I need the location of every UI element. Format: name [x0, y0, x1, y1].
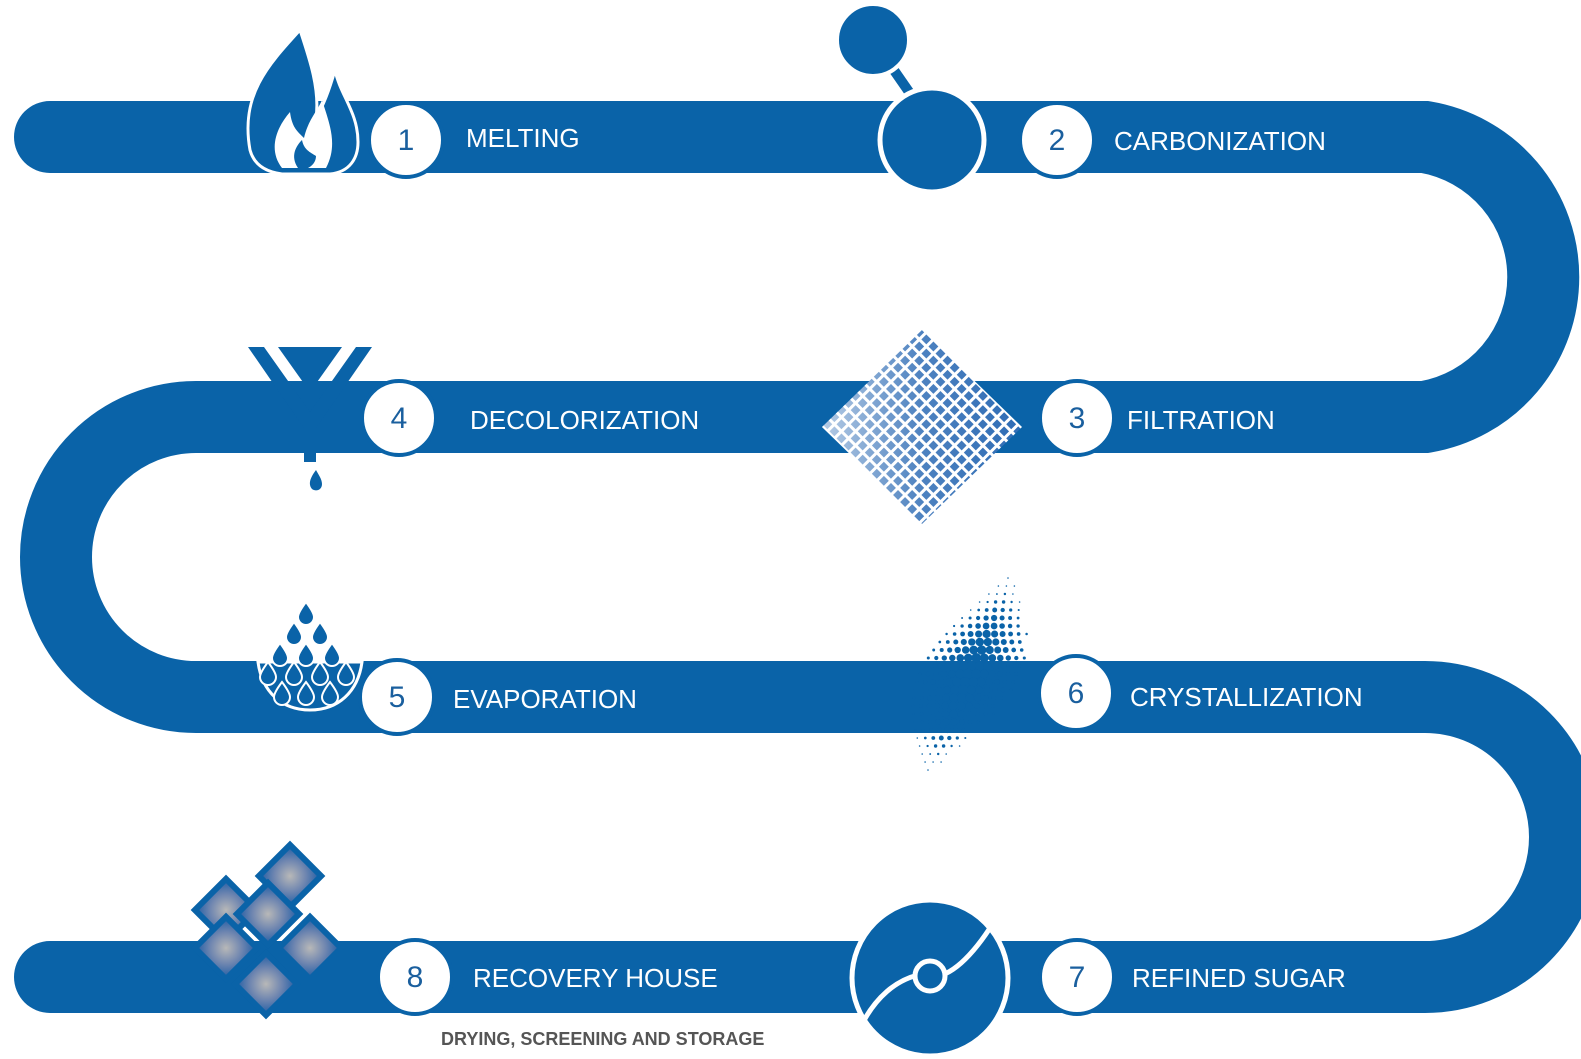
step-badge	[360, 379, 438, 457]
step-label: FILTRATION	[1127, 405, 1275, 435]
process-steps: 1 MELTING 2 CARBONIZATION 3 FILTRATION 4 DECOLO…	[358, 101, 1363, 1016]
serpentine-track	[14, 101, 1581, 1013]
step-number: 4	[391, 402, 408, 435]
step-badge	[376, 938, 454, 1016]
step-label: REFINED SUGAR	[1132, 963, 1346, 993]
step-label: RECOVERY HOUSE	[473, 963, 718, 993]
step-6: 6 CRYSTALLIZATION	[1037, 654, 1363, 732]
step-label: MELTING	[466, 123, 580, 153]
step-number: 8	[407, 961, 424, 994]
sugar-cubes-icon	[190, 840, 346, 1020]
step-label: DECOLORIZATION	[470, 405, 699, 435]
centrifuge-icon	[849, 897, 1011, 1059]
step-2: 2 CARBONIZATION	[1018, 101, 1326, 179]
step-1: 1 MELTING	[367, 101, 580, 179]
carbonation-tank-icon	[835, 2, 987, 195]
step-number: 2	[1049, 124, 1066, 157]
step-number: 3	[1069, 402, 1086, 435]
step-badge	[367, 101, 445, 179]
step-number: 5	[389, 681, 406, 714]
filter-mesh-icon	[822, 330, 1022, 524]
step-label: CARBONIZATION	[1114, 126, 1326, 156]
step-7: 7 REFINED SUGAR	[1038, 938, 1346, 1016]
step-badge	[358, 658, 436, 736]
step-badge	[1038, 379, 1116, 457]
step-4: 4 DECOLORIZATION	[360, 379, 699, 457]
flame-icon	[246, 27, 360, 176]
step-number: 1	[398, 124, 415, 157]
step-5: 5 EVAPORATION	[358, 658, 637, 736]
recovery-house-note: DRYING, SCREENING AND STORAGE	[441, 1029, 764, 1049]
step-badge	[1018, 101, 1096, 179]
step-3: 3 FILTRATION	[1038, 379, 1275, 457]
step-label: EVAPORATION	[453, 684, 637, 714]
rising-droplets-icon	[256, 600, 364, 712]
step-8: 8 RECOVERY HOUSE	[376, 938, 718, 1016]
step-badge	[1037, 654, 1115, 732]
step-number: 7	[1069, 961, 1086, 994]
step-label: CRYSTALLIZATION	[1130, 682, 1363, 712]
crystal-dots-icon	[911, 577, 1028, 771]
step-badge	[1038, 938, 1116, 1016]
step-number: 6	[1068, 677, 1085, 710]
funnel-drip-icon	[248, 347, 372, 491]
